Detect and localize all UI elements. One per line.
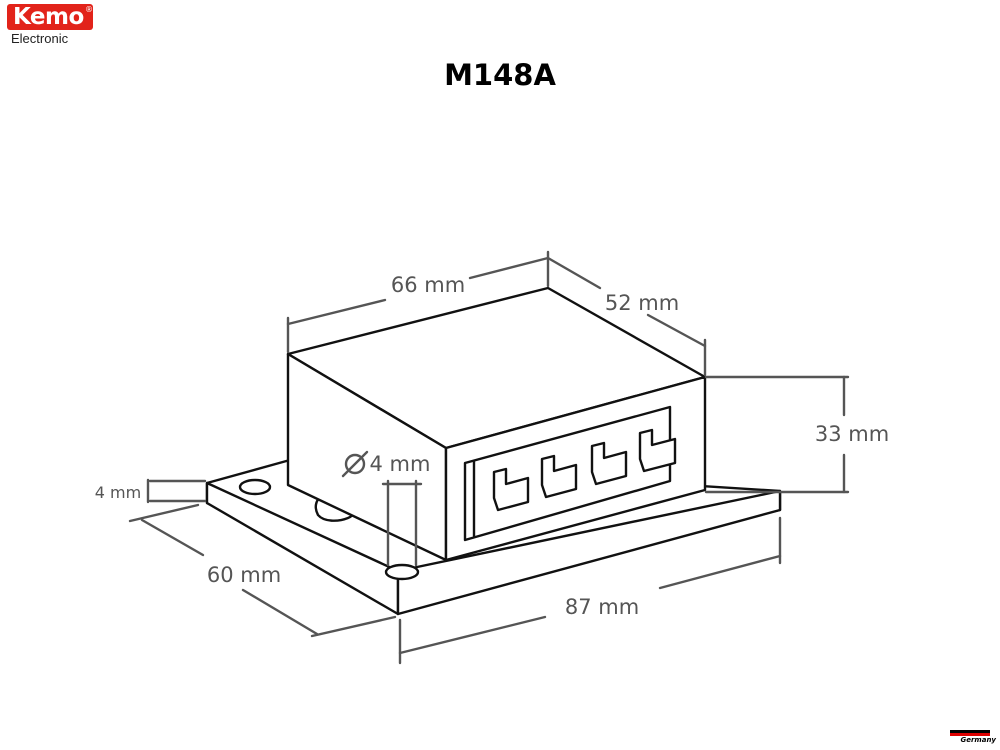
label-hole-diameter: 4 mm <box>370 452 431 476</box>
dim-60-line-upper <box>140 518 205 557</box>
dim-87-line-right <box>658 554 782 590</box>
dim-60-extension-back <box>128 503 200 523</box>
logo-badge <box>7 4 93 30</box>
dim-66-line-right <box>468 256 550 280</box>
made-in-germany-badge: Germany <box>946 728 996 748</box>
terminal-tabs <box>492 428 677 512</box>
dimension-lines <box>128 250 850 665</box>
terminal-tab-1 <box>492 467 530 512</box>
mounting-hole-back <box>238 478 272 496</box>
dim-52-line-upper <box>546 256 602 290</box>
registered-mark: ® <box>85 5 93 14</box>
terminal-tab-3 <box>590 441 628 486</box>
base-plate-front-face <box>396 489 782 616</box>
label-plate-thickness: 4 mm <box>95 483 141 502</box>
label-box-depth: 52 mm <box>605 291 679 315</box>
kemo-logo: Kemo ® Electronic <box>7 4 97 48</box>
dim-87-line-left <box>398 615 547 655</box>
module-outline <box>205 286 782 616</box>
dim-60-extension-front <box>310 615 397 638</box>
label-box-length: 66 mm <box>391 273 465 297</box>
dim-66-line-left <box>286 298 387 326</box>
logo-wordmark: Kemo <box>13 4 84 30</box>
label-plate-depth: 60 mm <box>207 563 281 587</box>
terminal-tab-4 <box>638 428 677 473</box>
label-plate-length: 87 mm <box>565 595 639 619</box>
diameter-symbol-slash <box>341 450 369 478</box>
dim-60-line-lower <box>241 588 319 636</box>
germany-flag-icon <box>950 730 990 738</box>
diameter-symbol-circle <box>344 453 366 475</box>
dimension-labels: 66 mm 52 mm 33 mm 4 mm 4 mm 60 mm 87 mm <box>95 273 889 619</box>
mounting-hole-front <box>384 563 420 581</box>
dim-52-line-lower <box>646 313 707 348</box>
terminal-tab-2 <box>540 454 578 499</box>
label-box-height: 33 mm <box>815 422 889 446</box>
badge-label: Germany <box>960 736 996 744</box>
logo-subtitle: Electronic <box>11 31 69 46</box>
page-title: M148A <box>444 58 556 92</box>
